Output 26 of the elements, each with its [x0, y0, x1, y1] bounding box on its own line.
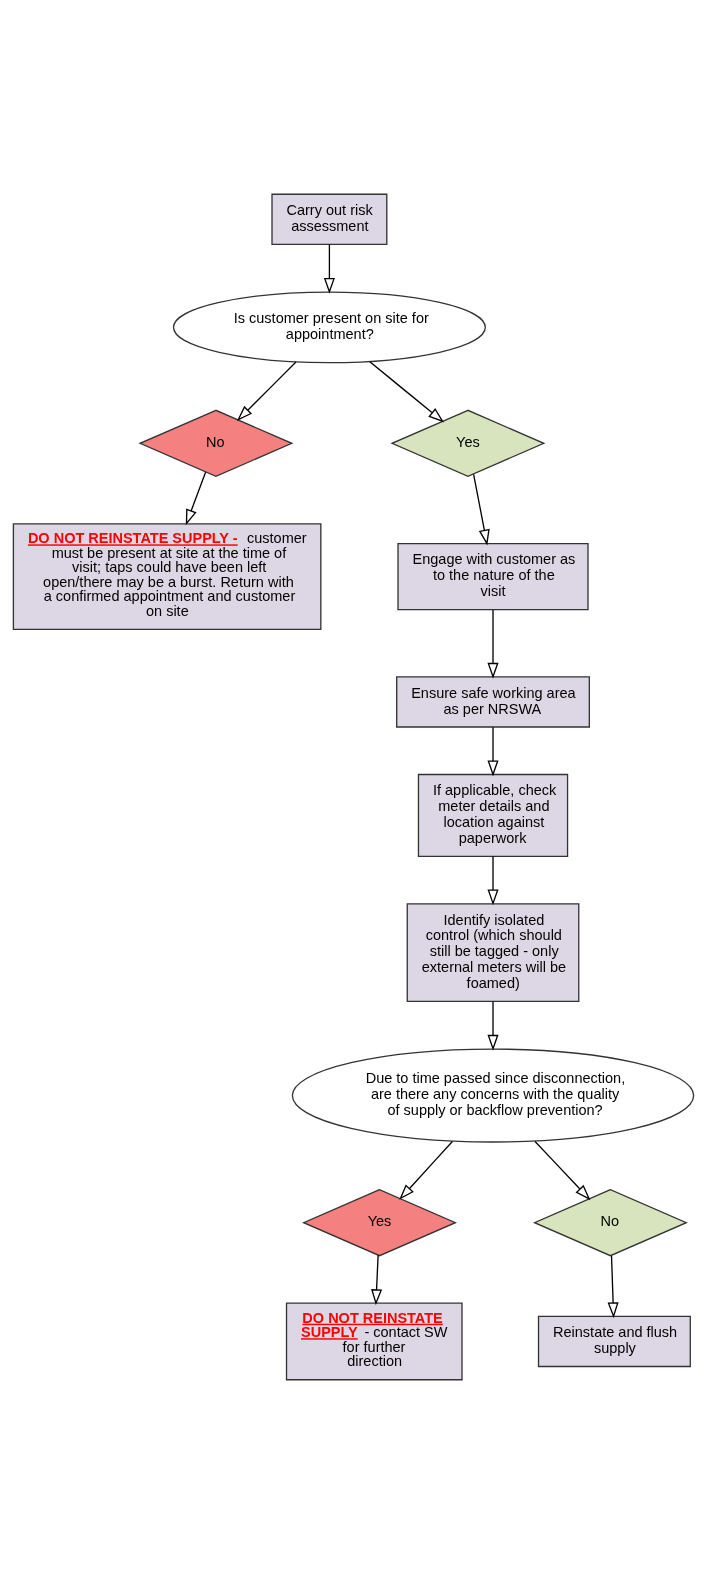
node-box: Ensure safe working area as per NRSWA: [396, 675, 590, 728]
arrow: [369, 360, 445, 422]
arrow: [487, 608, 499, 679]
arrow: [607, 1254, 619, 1318]
arrow: [323, 243, 335, 294]
arrow: [487, 855, 499, 905]
node-box: DO NOT REINSTATE SUPPLY - customer must be present at site at the time of visit; taps could have been left open/there may be a burst. Return with a confirmed appointment and customer on site: [12, 522, 322, 630]
arrow: [371, 1254, 383, 1305]
arrow: [399, 1140, 454, 1200]
node-diamond: No: [532, 1188, 688, 1256]
node-diamond: No: [138, 409, 294, 477]
node-ellipse: Is customer present on site for appointment?: [172, 290, 486, 363]
node-box: Reinstate and flush supply: [537, 1315, 691, 1367]
node-diamond: Yes: [302, 1188, 458, 1256]
arrow: [487, 726, 499, 776]
node-box: Identify isolated control (which should still be tagged - only external meters will be foamed): [406, 902, 580, 1002]
node-ellipse: Due to time passed since disconnection, are there any concerns with the quality of supply or backflow prevention?: [291, 1047, 695, 1143]
node-box: Carry out risk assessment: [271, 193, 388, 245]
node-box: DO NOT REINSTATE SUPPLY - contact SW for further direction: [285, 1302, 463, 1380]
node-box: If applicable, check meter details and location against paperwork: [417, 773, 569, 857]
node-box: Engage with customer as to the nature of the visit: [397, 542, 589, 610]
arrow: [472, 473, 490, 545]
arrow: [487, 1000, 499, 1051]
arrow: [185, 471, 207, 525]
arrow: [534, 1140, 591, 1200]
arrow: [236, 360, 297, 421]
